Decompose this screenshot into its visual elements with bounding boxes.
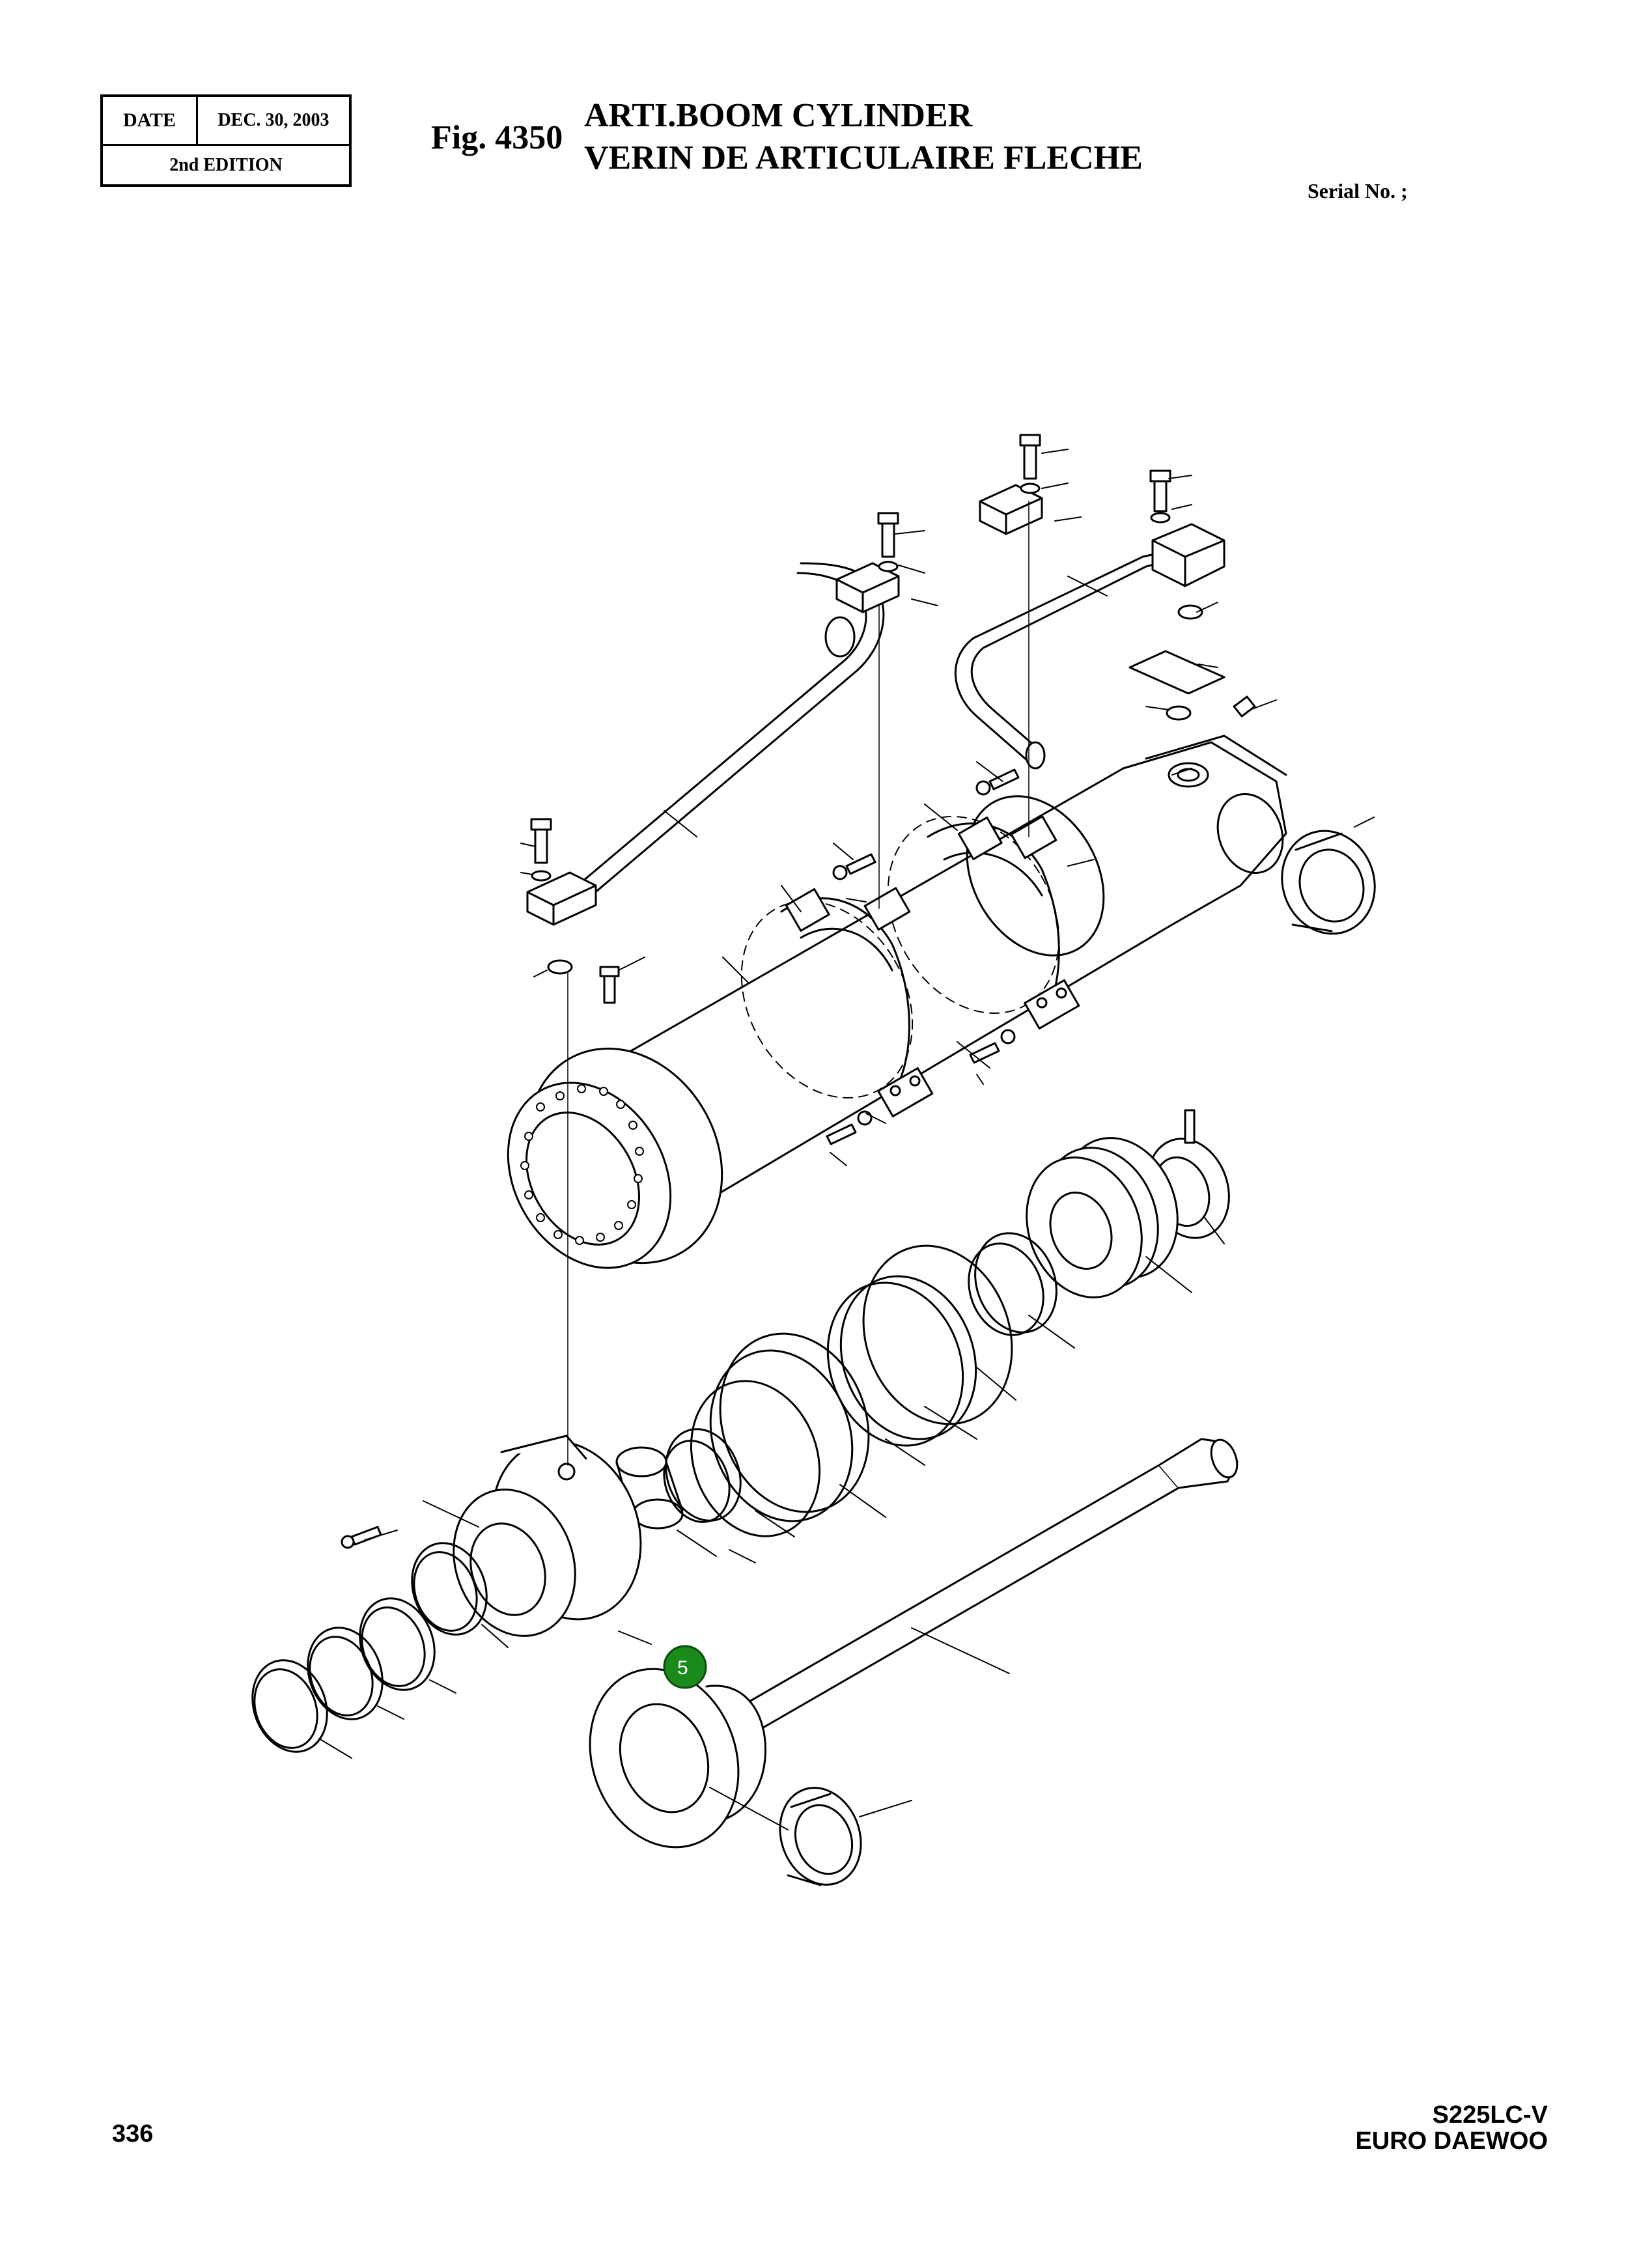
callout-marker-5[interactable]: 5 [663, 1645, 707, 1689]
edition-label: 2nd EDITION [169, 155, 283, 175]
page-title: ARTI.BOOM CYLINDER [584, 97, 973, 134]
bearing-bushing-top [1281, 830, 1376, 935]
date-row: DATE DEC. 30, 2003 [103, 97, 349, 146]
figure-number: Fig. 4350 [431, 119, 563, 156]
rod-seals [251, 1542, 488, 1753]
piston-rod [589, 1438, 1239, 1849]
date-value: DEC. 30, 2003 [217, 110, 329, 130]
rod-cover [341, 1434, 642, 1637]
date-edition-box: DATE DEC. 30, 2003 2nd EDITION [100, 94, 352, 187]
piston-seals [615, 1232, 1057, 1537]
leader-lines [318, 449, 1375, 1830]
serial-number-label: Serial No. ; [1308, 179, 1408, 203]
brand-name: EURO DAEWOO [1355, 2127, 1548, 2155]
reference-lines [567, 501, 1029, 1466]
bearing-bushing-bottom [779, 1787, 862, 1886]
date-label: DATE [103, 97, 198, 144]
cylinder-tube [507, 735, 1376, 1269]
page-number: 336 [112, 2120, 154, 2148]
head-bolt-holes [520, 1084, 644, 1245]
page-title-french: VERIN DE ARTICULAIRE FLECHE [584, 139, 1143, 176]
pipe-flanges [526, 484, 1225, 975]
flange-bolts [530, 434, 1256, 1004]
model-name: S225LC-V [1432, 2101, 1548, 2129]
clamp-bands [780, 815, 1080, 1117]
piston [1026, 1137, 1179, 1298]
callout-label: 5 [677, 1657, 688, 1679]
model-info: S225LC-V EURO DAEWOO [1355, 2102, 1548, 2154]
